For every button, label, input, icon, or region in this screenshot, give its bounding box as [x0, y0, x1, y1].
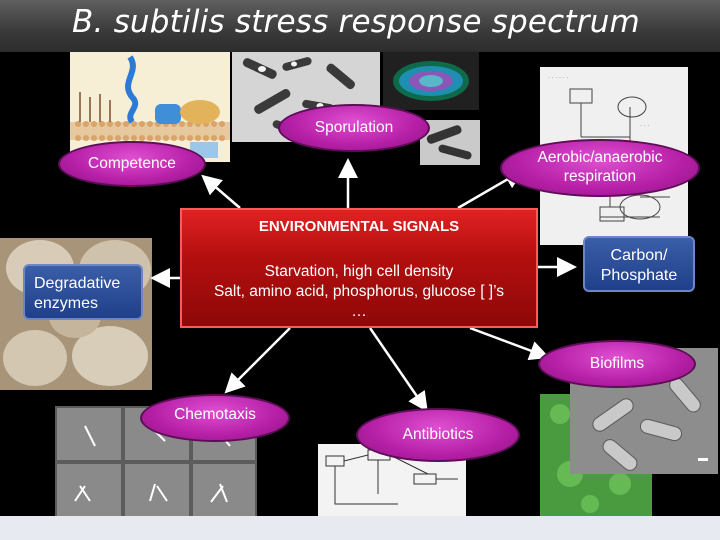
carbon-phosphate-box: Carbon/ Phosphate	[583, 236, 695, 292]
respiration-label: Aerobic/anaerobic respiration	[538, 149, 663, 186]
svg-text:· · ·: · · ·	[640, 123, 649, 129]
environmental-signals-heading: ENVIRONMENTAL SIGNALS	[258, 218, 460, 235]
biofilms-node: Biofilms	[538, 340, 696, 388]
arrow-to-competence	[201, 174, 241, 209]
signals-line-2: Salt, amino acid, phosphorus, glucose [ …	[213, 282, 505, 300]
carbon-line-2: Phosphate	[600, 267, 678, 284]
chemotaxis-node: Chemotaxis	[140, 394, 290, 442]
sporulation-label: Sporulation	[314, 118, 394, 136]
competence-membrane-image	[70, 52, 230, 162]
spore-image	[383, 52, 479, 110]
title-bar: B. subtilis stress response spectrum	[0, 0, 720, 52]
arrow-to-antibiotics	[368, 327, 428, 413]
sporulation-node: Sporulation	[278, 104, 430, 152]
environmental-signals-box: ENVIRONMENTAL SIGNALS Starvation, high c…	[180, 208, 538, 328]
competence-node: Competence	[58, 141, 206, 187]
signals-line-3: …	[351, 302, 367, 320]
arrow-to-chemotaxis	[224, 327, 291, 394]
svg-text:· · · · · ·: · · · · · ·	[548, 75, 568, 81]
carbon-line-1: Carbon/	[610, 247, 668, 264]
competence-label: Competence	[88, 154, 176, 172]
antibiotics-label: Antibiotics	[402, 425, 474, 443]
degradative-enzymes-box: Degradative enzymes	[23, 264, 143, 320]
respiration-node: Aerobic/anaerobic respiration	[500, 139, 700, 197]
biofilms-label: Biofilms	[589, 354, 645, 372]
respiration-line-1: Aerobic/anaerobic	[537, 149, 663, 167]
antibiotics-node: Antibiotics	[356, 408, 520, 462]
spore-micrograph-image	[420, 120, 480, 165]
footer-bar	[0, 516, 720, 540]
environmental-signals-body: Starvation, high cell density Salt, amin…	[182, 262, 536, 321]
degradative-line-1: Degradative	[34, 275, 121, 292]
slide-title: B. subtilis stress response spectrum	[72, 4, 640, 40]
signals-line-1: Starvation, high cell density	[264, 263, 454, 280]
arrow-to-biofilms	[469, 326, 550, 361]
respiration-line-2: respiration	[563, 168, 637, 185]
chemotaxis-label: Chemotaxis	[174, 406, 256, 423]
degradative-line-2: enzymes	[34, 295, 99, 312]
